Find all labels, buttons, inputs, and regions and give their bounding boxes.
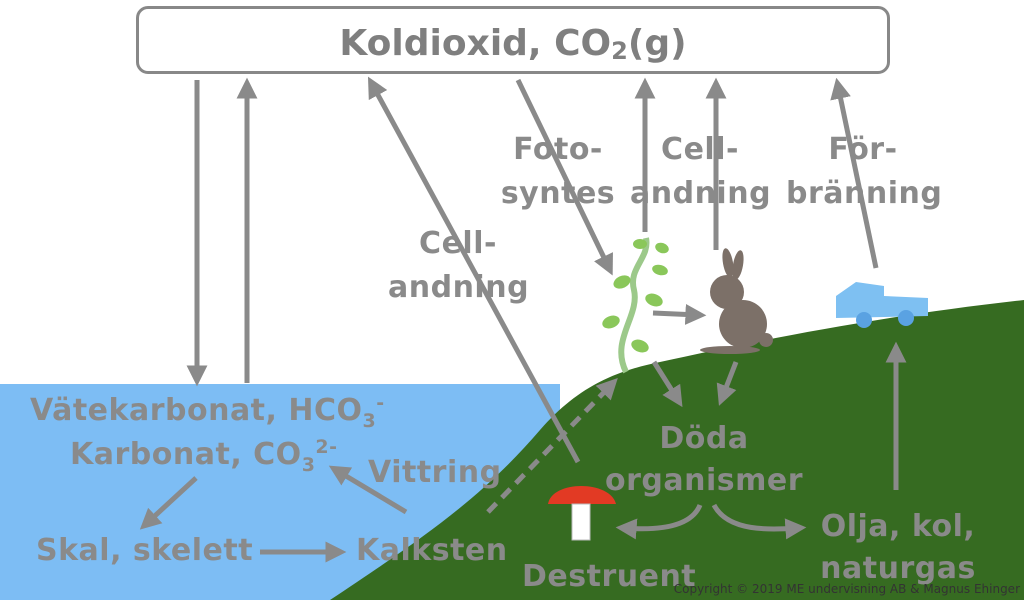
arrow-fotosyntes <box>515 78 613 276</box>
arrow-forbranning <box>830 77 879 269</box>
fossil-fuels-label: Olja, kol,naturgas <box>820 509 976 586</box>
vittring-label: Vittring <box>368 455 502 490</box>
arrow-karbonat-to-skal <box>139 476 198 530</box>
arrow-plant-to-dead <box>651 360 683 408</box>
karbonat-label: Karbonat, CO32- <box>70 436 338 476</box>
arrow-dead-to-destruent <box>615 503 703 540</box>
plant-icon <box>602 237 669 374</box>
rabbit-icon <box>700 248 773 354</box>
arrow-destruent-cellandning <box>367 76 581 464</box>
fotosyntes-label: Foto-syntes <box>500 132 616 211</box>
car-icon <box>836 282 928 328</box>
vatekarbonat-label: Vätekarbonat, HCO3- <box>30 392 385 432</box>
arrow-vittring <box>328 465 408 515</box>
co2-atmosphere-box: Koldioxid, CO2(g) <box>136 6 890 74</box>
arrow-dead-to-fossil <box>711 503 807 540</box>
arrow-uplift-dashed <box>486 377 618 514</box>
forbranning-label: För-bränning <box>786 132 943 211</box>
co2-title: Koldioxid, CO2(g) <box>339 23 687 65</box>
kalksten-label: Kalksten <box>356 533 508 568</box>
cellandning-top-label: Cell-andning <box>630 132 772 211</box>
destruent-label: Destruent <box>522 559 697 594</box>
cellandning-left-label: Cell-andning <box>388 226 530 305</box>
skal-skelett-label: Skal, skelett <box>36 533 254 568</box>
copyright-text: Copyright © 2019 ME undervisning AB & Ma… <box>673 582 1020 596</box>
land-area <box>330 300 1024 600</box>
mushroom-icon <box>548 486 616 541</box>
arrow-plant-to-animal <box>652 303 707 325</box>
arrow-animal-to-dead <box>716 361 739 406</box>
